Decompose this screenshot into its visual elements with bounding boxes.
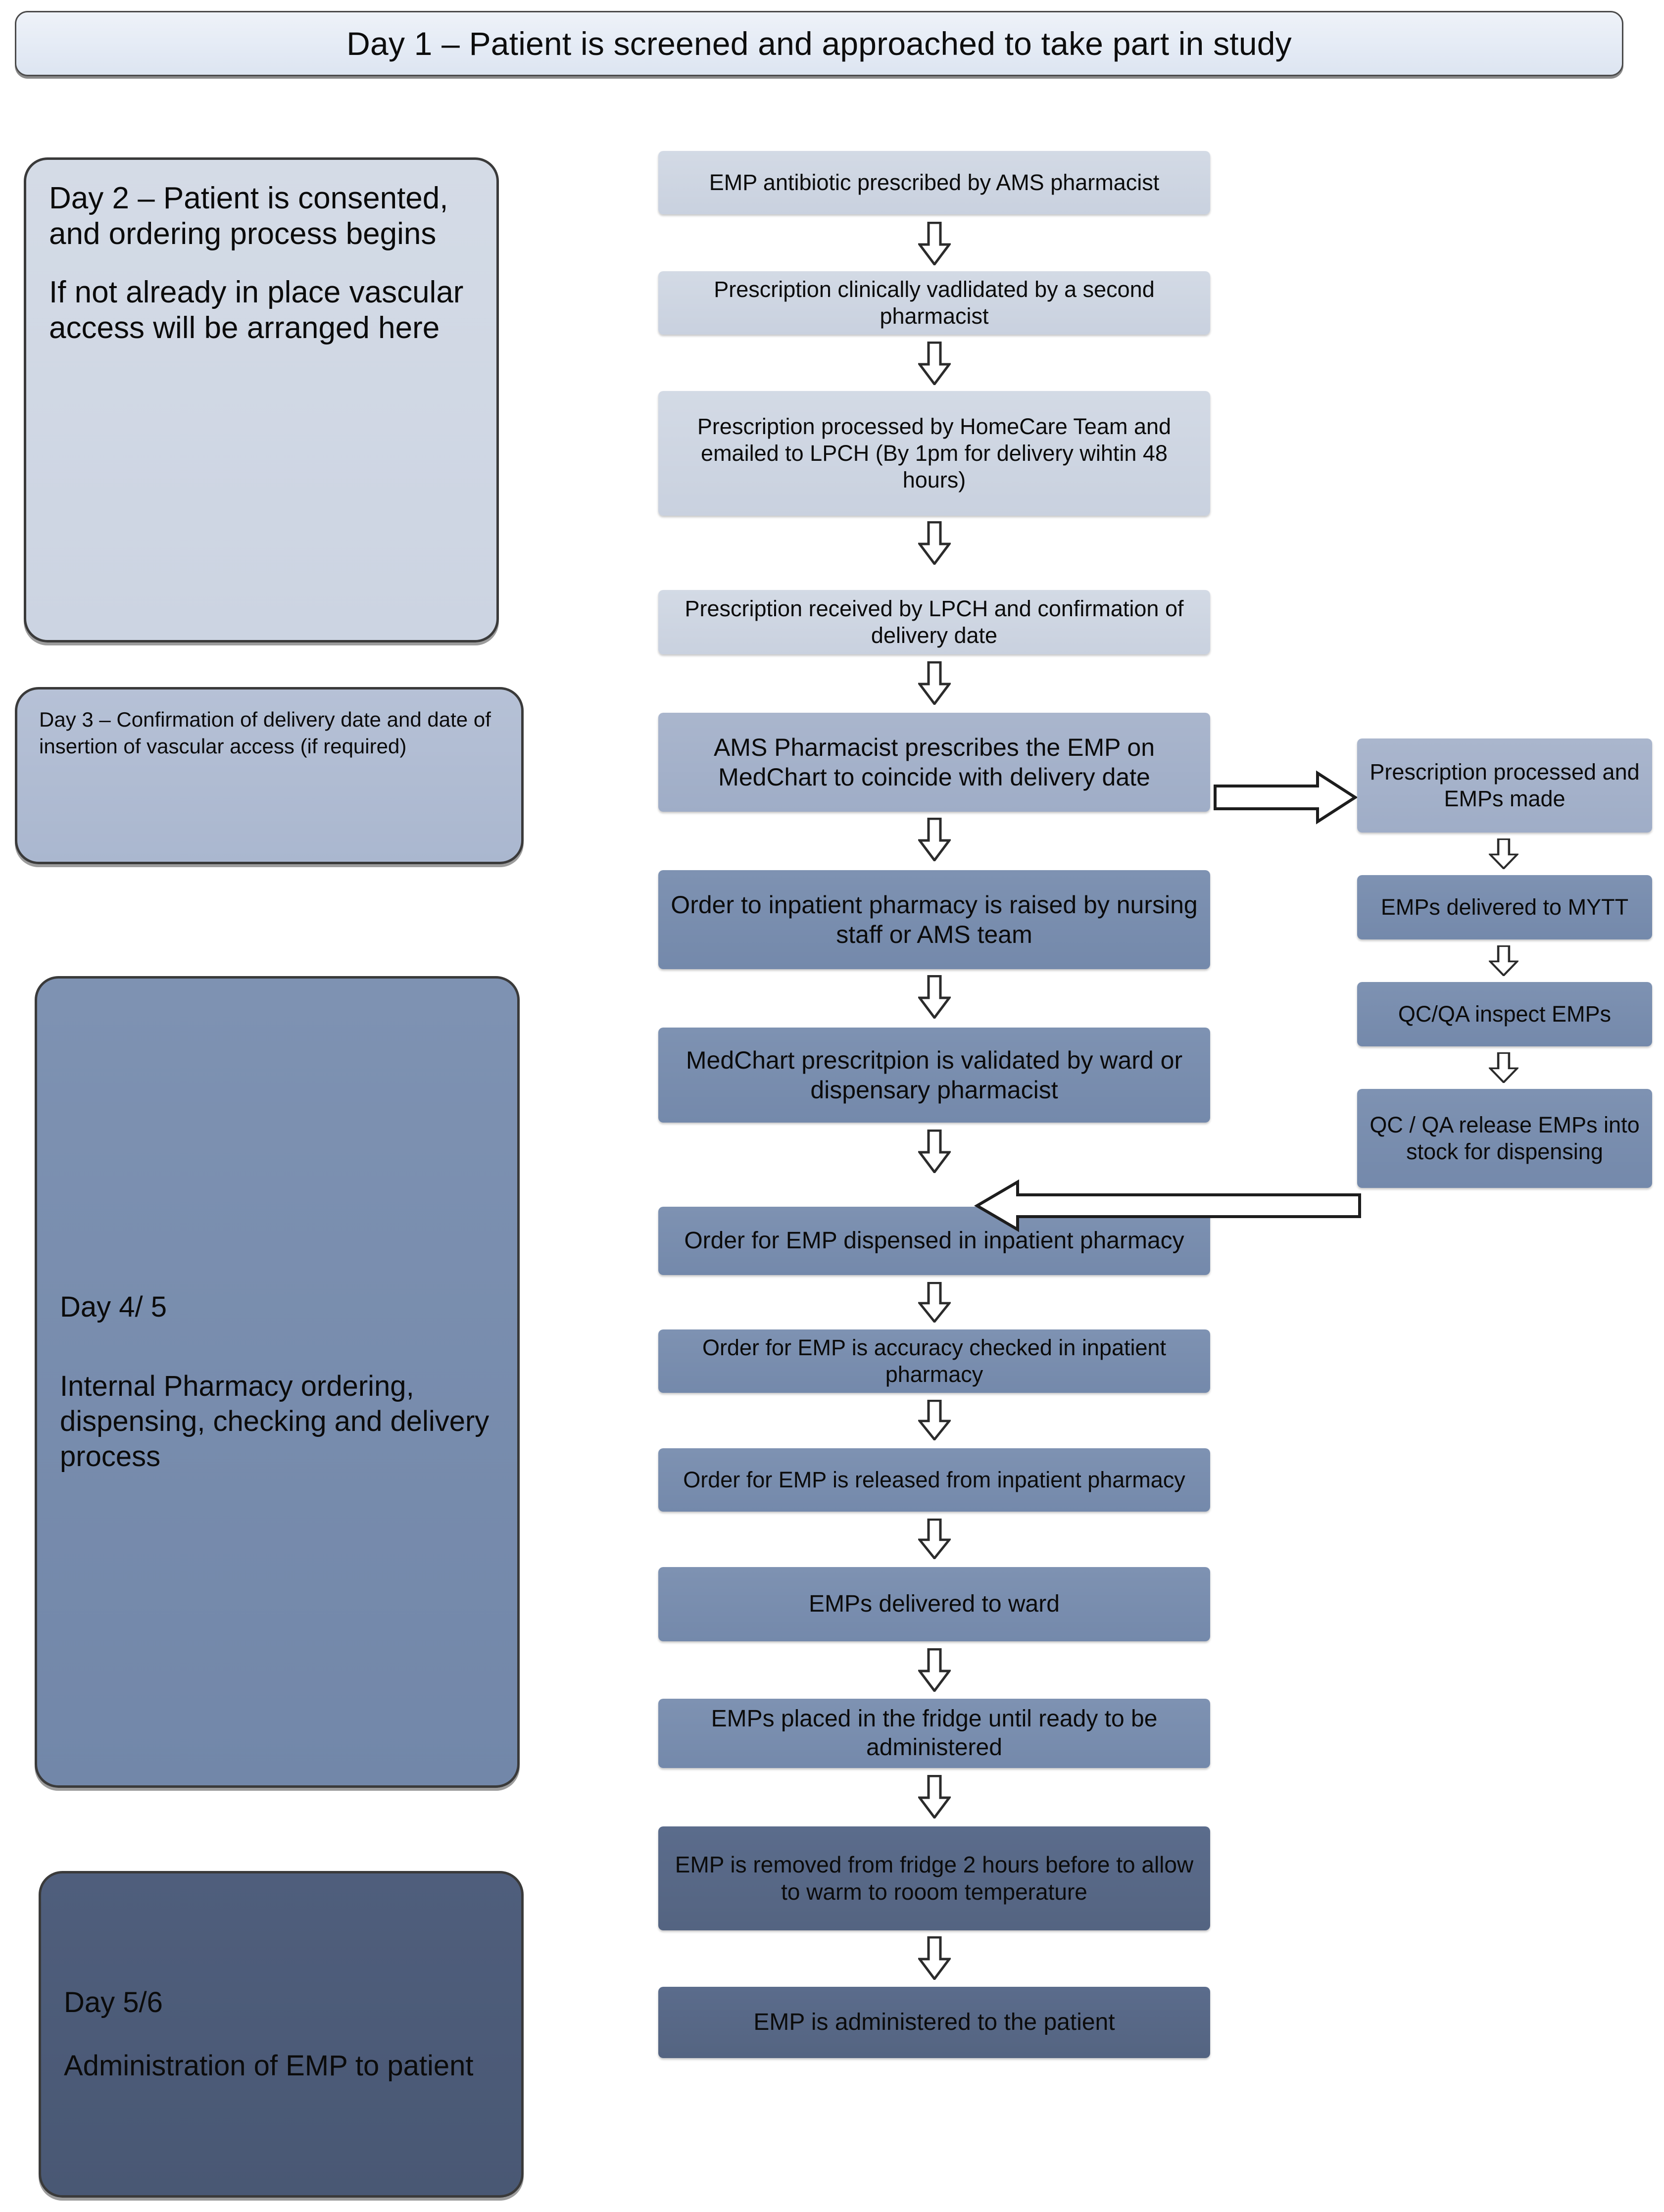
branch-step-label: QC / QA release EMPs into stock for disp… — [1370, 1112, 1640, 1164]
arrow-down-icon — [918, 1400, 951, 1440]
flow-step-label: EMPs delivered to ward — [809, 1591, 1060, 1618]
flow-step-order-to-inpatient-pharmacy: Order to inpatient pharmacy is raised by… — [658, 870, 1210, 969]
flow-step-emp-administered: EMP is administered to the patient — [658, 1987, 1210, 2058]
flow-step-label: Order to inpatient pharmacy is raised by… — [671, 891, 1198, 948]
phase-day56-line-2: Administration of EMP to patient — [64, 2050, 474, 2082]
flow-step-label: Prescription clinically vadlidated by a … — [714, 277, 1155, 329]
flow-step-label: EMP antibiotic prescribed by AMS pharmac… — [709, 170, 1160, 195]
flow-step-label: EMP is removed from fridge 2 hours befor… — [675, 1851, 1194, 1905]
arrow-down-icon — [918, 1519, 951, 1559]
banner-title: Day 1 – Patient is screened and approach… — [346, 25, 1292, 62]
arrow-down-icon — [918, 1130, 951, 1173]
flow-step-label: Prescription received by LPCH and confir… — [685, 596, 1184, 648]
phase-day45-line-2: Internal Pharmacy ordering, dispensing, … — [60, 1370, 489, 1473]
flow-step-label: Order for EMP dispensed in inpatient pha… — [684, 1228, 1184, 1254]
flow-step-label: MedChart prescritpion is validated by wa… — [685, 1046, 1183, 1104]
flow-step-label: EMPs placed in the fridge until ready to… — [711, 1706, 1158, 1761]
branch-step-label: EMPs delivered to MYTT — [1380, 894, 1629, 920]
flow-step-emp-prescribed: EMP antibiotic prescribed by AMS pharmac… — [658, 151, 1210, 214]
arrow-down-icon — [918, 521, 951, 565]
arrow-down-icon — [918, 1282, 951, 1323]
flow-step-label: Order for EMP is released from inpatient… — [683, 1467, 1185, 1492]
phase-day45-line-1: Day 4/ 5 — [60, 1290, 167, 1323]
flow-step-label: Prescription processed by HomeCare Team … — [697, 414, 1172, 492]
spacer — [60, 1325, 494, 1369]
branch-step-label: QC/QA inspect EMPs — [1398, 1001, 1612, 1027]
arrow-down-icon — [1489, 945, 1518, 976]
flow-step-clinically-validated: Prescription clinically vadlidated by a … — [658, 271, 1210, 335]
phase-day2-line-1: Day 2 – Patient is consented, and orderi… — [49, 181, 448, 251]
branch-step-qc-qa-inspect: QC/QA inspect EMPs — [1357, 982, 1652, 1046]
phase-day3-line-1: Day 3 – Confirmation of delivery date an… — [39, 708, 491, 758]
flow-step-emp-removed-fridge: EMP is removed from fridge 2 hours befor… — [658, 1826, 1210, 1930]
flow-step-emps-delivered-ward: EMPs delivered to ward — [658, 1567, 1210, 1641]
spacer — [64, 2020, 498, 2048]
arrow-left-icon — [974, 1178, 1361, 1233]
branch-step-label: Prescription processed and EMPs made — [1370, 759, 1640, 811]
flow-step-emp-released: Order for EMP is released from inpatient… — [658, 1448, 1210, 1512]
branch-step-prescription-processed: Prescription processed and EMPs made — [1357, 738, 1652, 833]
arrow-down-icon — [918, 1936, 951, 1980]
flow-step-emp-accuracy-checked: Order for EMP is accuracy checked in inp… — [658, 1329, 1210, 1393]
phase-day2-line-2: If not already in place vascular access … — [49, 275, 464, 345]
branch-step-qc-qa-release: QC / QA release EMPs into stock for disp… — [1357, 1089, 1652, 1188]
flow-step-emps-in-fridge: EMPs placed in the fridge until ready to… — [658, 1699, 1210, 1768]
phase-day56-line-1: Day 5/6 — [64, 1986, 163, 2019]
flow-step-ams-prescribes-medchart: AMS Pharmacist prescribes the EMP on Med… — [658, 713, 1210, 812]
arrow-down-icon — [918, 1648, 951, 1692]
phase-box-day-4-5: Day 4/ 5 Internal Pharmacy ordering, dis… — [35, 976, 520, 1788]
spacer — [49, 252, 474, 275]
flow-step-medchart-validated: MedChart prescritpion is validated by wa… — [658, 1028, 1210, 1123]
arrow-down-icon — [918, 661, 951, 705]
arrow-down-icon — [918, 1775, 951, 1819]
branch-step-emps-delivered-mytt: EMPs delivered to MYTT — [1357, 875, 1652, 939]
arrow-down-icon — [1489, 1052, 1518, 1083]
flow-step-homecare-processed: Prescription processed by HomeCare Team … — [658, 391, 1210, 516]
flow-step-label: EMP is administered to the patient — [753, 2009, 1115, 2036]
flow-step-prescription-received-lpch: Prescription received by LPCH and confir… — [658, 590, 1210, 654]
phase-box-day-5-6: Day 5/6 Administration of EMP to patient — [39, 1871, 524, 2198]
phase-box-day-3: Day 3 – Confirmation of delivery date an… — [15, 687, 524, 864]
flow-step-label: AMS Pharmacist prescribes the EMP on Med… — [713, 734, 1155, 791]
arrow-down-icon — [1489, 838, 1518, 869]
arrow-right-icon — [1214, 770, 1357, 825]
header-banner: Day 1 – Patient is screened and approach… — [15, 11, 1623, 76]
arrow-down-icon — [918, 818, 951, 861]
flow-step-label: Order for EMP is accuracy checked in inp… — [702, 1335, 1167, 1387]
arrow-down-icon — [918, 975, 951, 1019]
arrow-down-icon — [918, 342, 951, 385]
arrow-down-icon — [918, 222, 951, 265]
phase-box-day-2: Day 2 – Patient is consented, and orderi… — [24, 157, 499, 642]
